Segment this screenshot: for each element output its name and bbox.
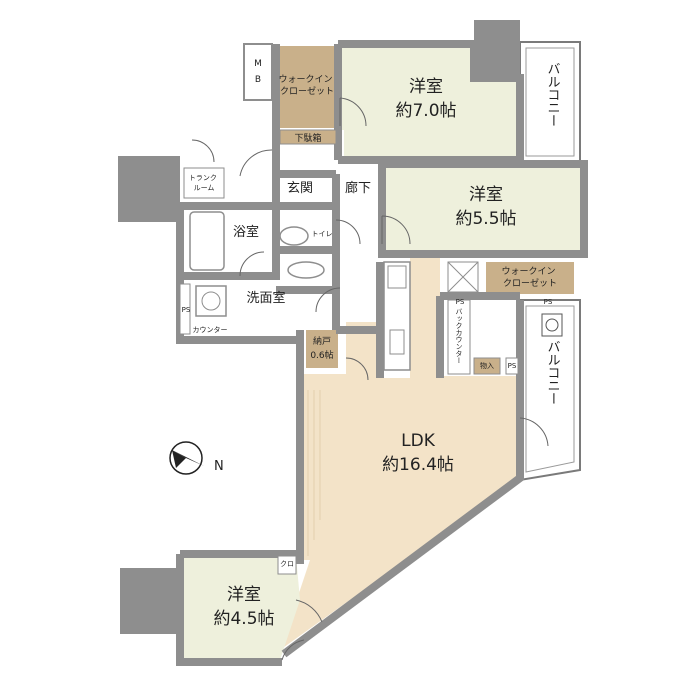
washing-machine [195, 285, 227, 317]
wic2-line2: クローゼット [503, 277, 557, 289]
balcony-right [519, 299, 581, 482]
outdoor-unit [541, 313, 563, 337]
wall-block-trunk [118, 156, 180, 222]
ldk-size: 約16.4帖 [382, 455, 454, 475]
shoe-box [279, 129, 337, 145]
storage-small-label: 物入 [480, 361, 494, 370]
trunk-room-label: トランク ルーム [189, 174, 219, 192]
bedroom-mid-size: 約5.5帖 [455, 209, 516, 229]
ps-label-ldk: PS [508, 362, 517, 370]
balcony-top [519, 41, 581, 163]
walk-in-closet-2-label: ウォークイン クローゼット [502, 266, 559, 289]
storage-size: 0.6帖 [310, 349, 333, 361]
room-ldk [280, 258, 520, 650]
washroom-label: 洗面室 [246, 290, 285, 306]
room-walk-in-closet-1 [278, 46, 336, 128]
doors [191, 97, 549, 661]
ps-wash [179, 283, 191, 335]
bedroom-bottom-size: 約4.5帖 [213, 609, 274, 629]
room-storage [306, 330, 338, 368]
balcony-right-label: バルコニー [545, 340, 561, 405]
sink [389, 329, 405, 355]
ps-box-ldk [505, 357, 519, 375]
wash-basin [287, 261, 325, 279]
closet-small [277, 555, 297, 575]
entrance-label: 玄関 [287, 181, 313, 196]
ldk-floor-texture [307, 390, 321, 556]
north-label: N [214, 459, 224, 474]
toilet-label: トイレ [312, 230, 333, 238]
wic1-line2: クローゼット [280, 85, 334, 97]
back-counter [447, 299, 471, 375]
stove [387, 265, 407, 289]
bedroom-bottom-name: 洋室 [227, 585, 261, 605]
bedroom-top-size: 約7.0帖 [395, 101, 456, 121]
ps-label-wash: PS [182, 306, 191, 314]
room-walk-in-closet-2 [486, 262, 574, 294]
corridor-label: 廊下 [345, 180, 371, 196]
walls [176, 40, 588, 666]
washing-drum [201, 291, 221, 311]
mb-label-m: M [254, 59, 262, 69]
room-bedroom-top [338, 46, 520, 158]
walk-in-closet-1-label: ウォークイン クローゼット [279, 74, 336, 97]
room-bedroom-mid [384, 166, 582, 252]
storage-small [473, 357, 501, 375]
ldk-name: LDK [401, 431, 436, 451]
mb-label-b: B [255, 75, 261, 85]
bathroom-label: 浴室 [233, 224, 259, 240]
closet-small-label: クロ [280, 560, 294, 568]
room-bedroom-bottom [182, 556, 300, 660]
north-arrow-icon: N [169, 441, 224, 475]
ps-label-balcony: PS [544, 298, 553, 306]
toilet [279, 226, 309, 246]
wall-column [474, 20, 520, 78]
wic2-line1: ウォークイン [502, 266, 556, 277]
bedroom-mid-name: 洋室 [469, 185, 503, 205]
back-counter-label: バックカウンター [455, 308, 463, 364]
wall-block-bottom [120, 568, 180, 634]
wic1-line1: ウォークイン [279, 74, 333, 85]
mb-box [243, 43, 273, 101]
balcony-top-label: バルコニー [545, 62, 561, 127]
shoe-box-label: 下駄箱 [294, 132, 321, 144]
bathtub [189, 211, 225, 271]
ps-label-kitchen: PS [456, 298, 465, 306]
counter-label: カウンター [193, 325, 228, 334]
bedroom-top-name: 洋室 [409, 77, 443, 97]
trunk-room [183, 167, 225, 199]
storage-name: 納戸 [313, 335, 331, 347]
